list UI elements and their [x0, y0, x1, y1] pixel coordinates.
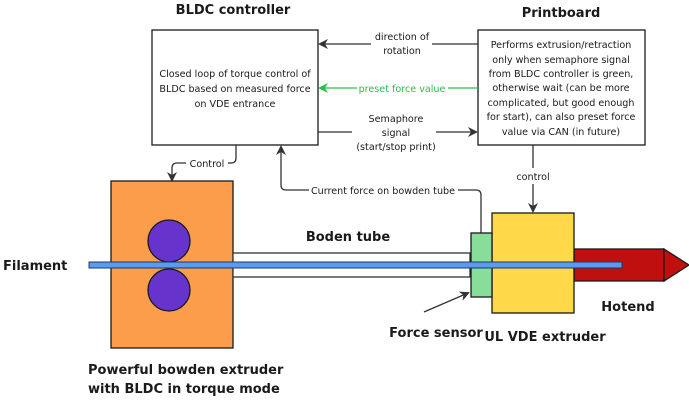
filament-label: Filament [3, 259, 67, 274]
printboard-box-line-3: from BLDC controller is green, [489, 69, 634, 80]
hotend-nozzle [663, 247, 689, 283]
bowden-extruder-label-line-1: Powerful bowden extruder [88, 363, 284, 378]
filament [88, 261, 623, 269]
printboard-box-line-6: for start), can also preset force [487, 112, 636, 123]
hotend-label: Hotend [601, 300, 654, 315]
boden-tube-label: Boden tube [306, 230, 391, 245]
control-label-bldc: Control [190, 159, 225, 170]
semaphore-label-line-2: signal [382, 128, 410, 139]
printboard-box [477, 29, 646, 146]
printboard-box-line-2: only when semaphore signal [492, 55, 630, 66]
bowden-extruder-label-line-2: with BLDC in torque mode [88, 382, 280, 397]
bldc-controller-title: BLDC controller [176, 3, 291, 18]
printboard-box-line-1: Performs extrusion/retraction [491, 40, 632, 51]
upper-drive-roller [147, 219, 191, 263]
printboard-box-line-4: otherwise wait (can be more [492, 83, 629, 94]
semaphore-label-line-1: Semaphore [369, 114, 424, 125]
direction-label-line-2: rotation [383, 46, 421, 57]
lower-drive-roller [147, 268, 191, 312]
bldc-box-line-3: on VDE entrance [195, 99, 276, 110]
force-sensor-pointer-arrow [423, 291, 470, 313]
printboard-box-line-7: value via CAN (in future) [502, 127, 620, 138]
printboard-box-line-5: complicated, but good enough [488, 98, 635, 109]
preset-force-label: preset force value [359, 84, 446, 95]
control-label-printboard: control [516, 172, 549, 183]
control-arrow-bldc [167, 145, 237, 182]
current-force-arrow [276, 145, 482, 233]
bldc-box-line-1: Closed loop of torque control of [159, 69, 311, 80]
semaphore-label-line-3: (start/stop print) [356, 142, 435, 153]
current-force-label: Current force on bowden tube [311, 186, 455, 197]
printboard-title: Printboard [522, 6, 601, 21]
force-sensor-label: Force sensor [389, 326, 483, 341]
bldc-box-line-2: BLDC based on measured force [159, 84, 310, 95]
direction-label-line-1: direction of [375, 32, 430, 43]
vde-extruder-label: UL VDE extruder [484, 330, 606, 345]
bldc-controller-box [151, 29, 319, 146]
